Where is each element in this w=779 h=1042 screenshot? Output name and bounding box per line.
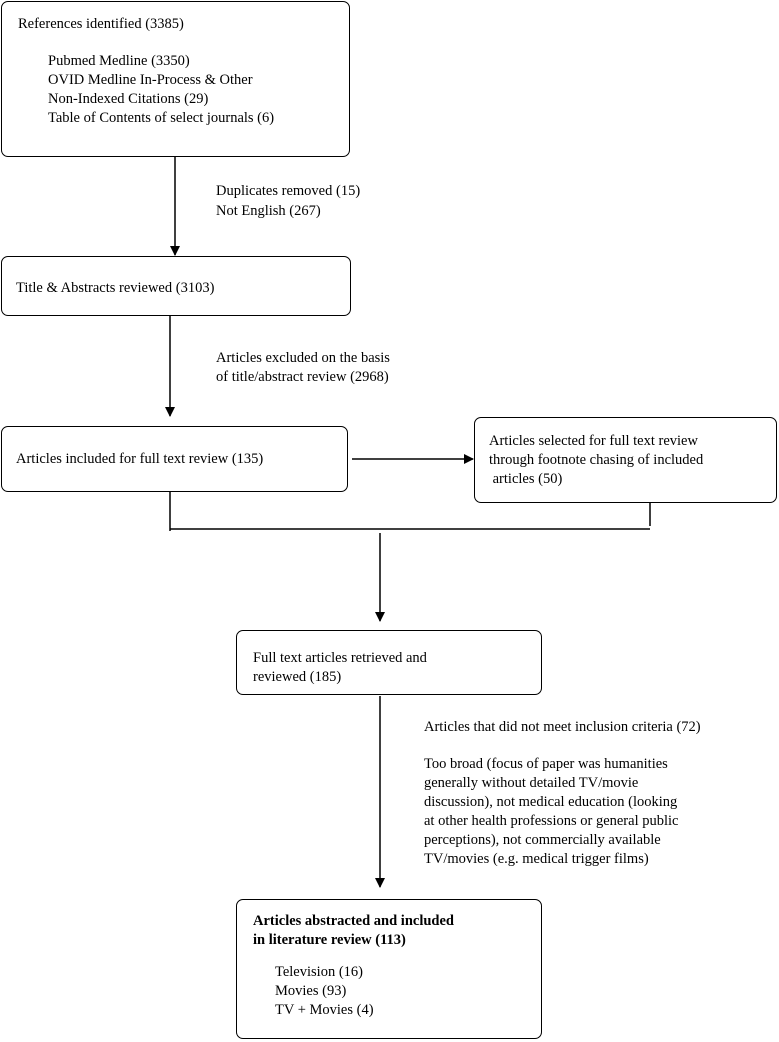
title-abstracts-box: Title & Abstracts reviewed (3103) (1, 256, 351, 316)
exclusion-reason-line: TV/movies (e.g. medical trigger films) (424, 851, 649, 867)
footnote-chasing-line: Articles selected for full text review (489, 433, 698, 449)
references-identified-box: References identified (3385) Pubmed Medl… (1, 1, 350, 157)
source-item: OVID Medline In-Process & Other (48, 72, 253, 88)
exclusion-reason-line: discussion), not medical education (look… (424, 794, 678, 810)
inclusion-criteria-heading: Articles that did not meet inclusion cri… (424, 719, 701, 735)
retrieved-line: Full text articles retrieved and (253, 650, 427, 666)
retrieved-box: Full text articles retrieved and reviewe… (236, 630, 542, 695)
full-text-review-label: Articles included for full text review (… (16, 451, 264, 467)
exclusion-reason-line: perceptions), not commercially available (424, 832, 661, 848)
media-category-item: TV + Movies (4) (275, 1002, 374, 1018)
excluded-note-line: Articles excluded on the basis (216, 350, 390, 366)
source-item: Table of Contents of select journals (6) (48, 110, 275, 126)
duplicates-note-line: Duplicates removed (15) (216, 183, 361, 199)
media-category-item: Television (16) (275, 964, 363, 980)
media-category-item: Movies (93) (275, 983, 347, 999)
footnote-chasing-line: articles (50) (489, 471, 563, 487)
exclusion-reason-line: Too broad (focus of paper was humanities (424, 756, 668, 772)
included-articles-title-line: in literature review (113) (253, 932, 406, 948)
retrieved-line: reviewed (185) (253, 669, 342, 685)
included-articles-title-line: Articles abstracted and included (253, 913, 454, 929)
footnote-chasing-line: through footnote chasing of included (489, 452, 704, 468)
exclusion-reason-line: at other health professions or general p… (424, 813, 679, 829)
excluded-note-line: of title/abstract review (2968) (216, 369, 389, 385)
full-text-review-box: Articles included for full text review (… (1, 426, 348, 492)
source-item: Non-Indexed Citations (29) (48, 91, 209, 107)
references-identified-title: References identified (3385) (18, 16, 184, 32)
source-item: Pubmed Medline (3350) (48, 53, 190, 69)
title-abstracts-label: Title & Abstracts reviewed (3103) (16, 280, 215, 296)
footnote-chasing-box: Articles selected for full text review t… (474, 417, 777, 503)
duplicates-note-line: Not English (267) (216, 203, 321, 219)
included-articles-box: Articles abstracted and included in lite… (236, 899, 542, 1039)
exclusion-reason-line: generally without detailed TV/movie (424, 775, 639, 791)
